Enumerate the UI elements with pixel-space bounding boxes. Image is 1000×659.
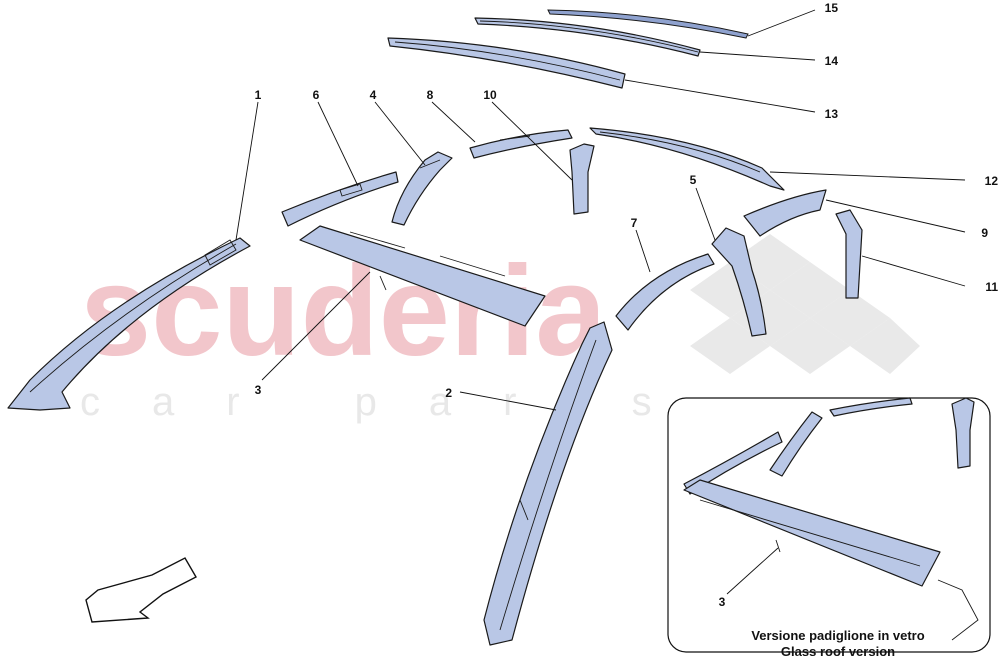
inset-callout-3: 3 xyxy=(719,595,726,609)
part-9-rear-bracket xyxy=(743,189,827,237)
part-2-b-pillar xyxy=(483,321,613,646)
callout-4: 4 xyxy=(370,88,377,102)
part-7-pillar-cover xyxy=(615,253,715,331)
direction-arrow-icon xyxy=(85,557,197,623)
callout-1: 1 xyxy=(255,88,262,102)
part-11-c-pillar-trim xyxy=(835,209,863,299)
watermark-sub: car parts xyxy=(80,380,704,424)
part-10-b-pillar-upper xyxy=(569,143,595,215)
glass-roof-inset: 3 Versione padiglione in vetro Glass roo… xyxy=(667,397,991,659)
part-13-roof-crossmember xyxy=(387,37,626,89)
inset-caption-en: Glass roof version xyxy=(781,644,895,659)
part-5-b-pillar-inner xyxy=(711,227,767,337)
part-3-roof-panel xyxy=(299,225,546,327)
callout-12: 12 xyxy=(985,174,999,188)
callout-3: 3 xyxy=(255,383,262,397)
part-6-header-bracket xyxy=(281,171,399,227)
part-8-upper-bracket xyxy=(469,129,573,159)
callout-2: 2 xyxy=(445,386,452,400)
part-15-roof-strip xyxy=(547,9,749,39)
leader-lines xyxy=(235,9,966,411)
callout-11: 11 xyxy=(985,280,998,294)
callout-13: 13 xyxy=(825,107,839,121)
part-4-pillar-reinforcement xyxy=(391,151,453,226)
checkered-flag-watermark xyxy=(690,234,920,374)
callout-5: 5 xyxy=(690,173,697,187)
callout-10: 10 xyxy=(483,88,497,102)
part-14-roof-rail xyxy=(474,17,701,57)
callout-9: 9 xyxy=(981,226,988,240)
callout-8: 8 xyxy=(427,88,434,102)
inset-caption-it: Versione padiglione in vetro xyxy=(751,628,924,643)
part-12-rear-roof-rail xyxy=(589,127,785,191)
callout-7: 7 xyxy=(631,216,638,230)
callout-6: 6 xyxy=(313,88,320,102)
part-1-a-pillar-rail xyxy=(7,237,251,411)
callout-15: 15 xyxy=(825,1,839,15)
callout-14: 14 xyxy=(825,54,839,68)
